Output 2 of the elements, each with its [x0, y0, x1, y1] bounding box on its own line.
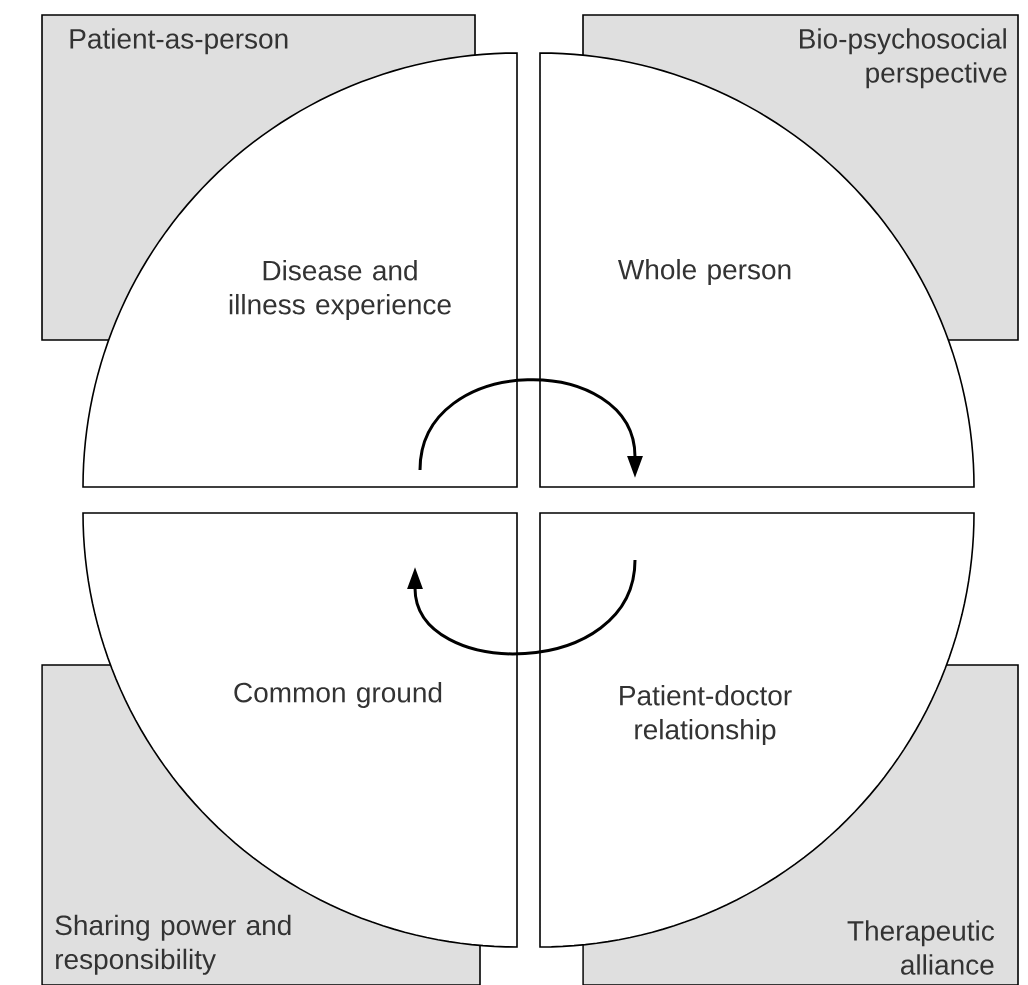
- curved-arrow: [407, 559, 637, 655]
- corner-label: Patient-as-person: [70, 28, 288, 55]
